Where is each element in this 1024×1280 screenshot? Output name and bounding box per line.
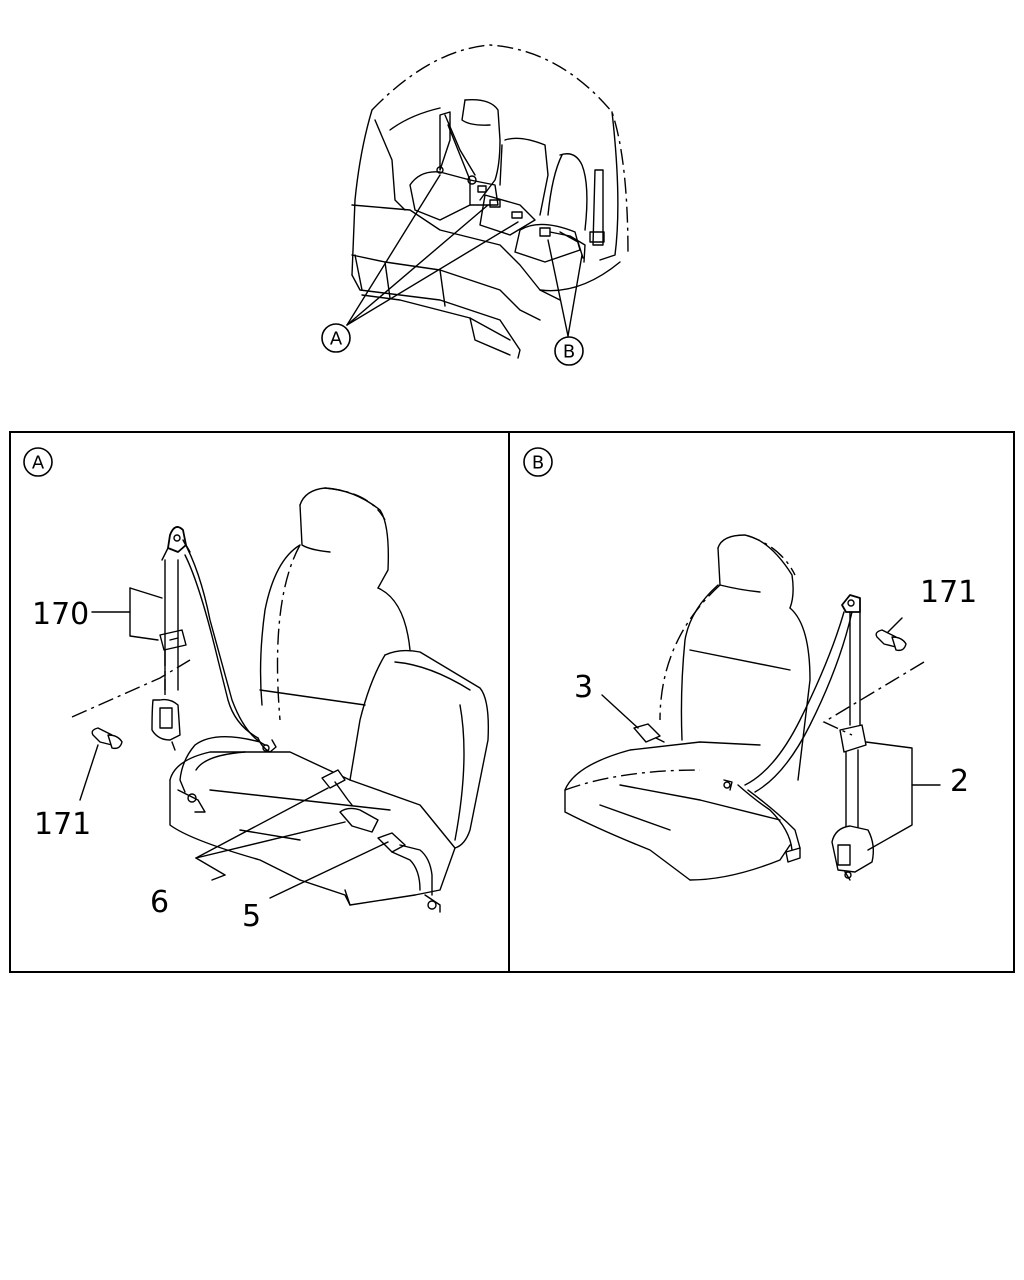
callout-b-overview: B	[563, 342, 575, 363]
callout-b-circle	[554, 336, 584, 366]
callout-b-panel: B	[532, 453, 544, 474]
part-label-6: 6	[150, 885, 169, 920]
seat-illustration-b	[564, 534, 811, 881]
callout-a-overview: A	[330, 329, 343, 350]
detail-panel-a: A	[23, 447, 490, 913]
callout-b-circle-panel	[523, 447, 553, 477]
seat-illustration-a	[169, 487, 490, 906]
retractor-belt-assembly-b	[633, 594, 875, 881]
part-label-171-b: 171	[920, 575, 977, 610]
callout-a-circle	[321, 323, 351, 353]
callout-a-circle-panel	[23, 447, 53, 477]
detail-frame	[9, 431, 1015, 973]
bolt-171-b	[875, 629, 907, 652]
retractor-belt-assembly-a	[151, 526, 441, 913]
part-label-170: 170	[32, 597, 89, 632]
bolt-171-a	[91, 727, 123, 750]
part-label-2: 2	[950, 764, 969, 799]
part-label-171-a: 171	[34, 807, 91, 842]
part-label-3: 3	[574, 670, 593, 705]
cab-overview-illustration	[346, 44, 629, 359]
callout-a-panel: A	[32, 453, 45, 474]
part-label-5: 5	[242, 899, 261, 934]
detail-panel-b: B	[523, 447, 941, 881]
